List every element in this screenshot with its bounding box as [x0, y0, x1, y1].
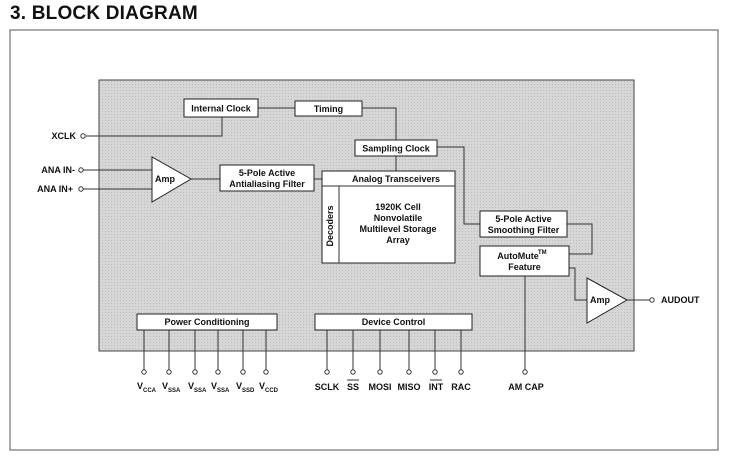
mosi-label: MOSI	[368, 382, 391, 392]
external-pins	[78, 133, 655, 375]
ana-in-plus-label: ANA IN+	[37, 184, 73, 194]
storage-label-line1: 1920K Cell	[375, 202, 421, 212]
vssd-pin	[240, 369, 246, 375]
automute-label: AutoMute	[497, 251, 539, 261]
vssa-label-3: VSSA	[211, 381, 230, 394]
storage-label-line3: Multilevel Storage	[359, 224, 436, 234]
ana-in-minus-label: ANA IN-	[41, 165, 75, 175]
miso-label: MISO	[397, 382, 420, 392]
automute-feature-label: Feature	[508, 262, 541, 272]
ss-label: SS	[347, 382, 359, 392]
vccd-label: VCCD	[259, 381, 279, 394]
am-cap-label: AM CAP	[508, 382, 544, 392]
mosi-pin	[377, 369, 383, 375]
automute-block: AutoMute TM Feature	[479, 245, 570, 277]
sampling-clock-label: Sampling Clock	[362, 144, 431, 154]
vssa-label-2: VSSA	[188, 381, 207, 394]
ana-in-minus-pin	[78, 167, 84, 173]
analog-transceivers-label: Analog Transceivers	[352, 174, 440, 184]
power-conditioning-label: Power Conditioning	[165, 317, 250, 327]
am-cap-pin	[522, 369, 528, 375]
output-amp-label: Amp	[590, 295, 611, 305]
storage-array-block: Analog Transceivers Decoders 1920K Cell …	[321, 170, 456, 264]
automute-trademark: TM	[538, 250, 547, 256]
miso-pin	[406, 369, 412, 375]
antialias-label-line2: Antialiasing Filter	[229, 179, 305, 189]
sclk-pin	[324, 369, 330, 375]
decoders-label: Decoders	[325, 205, 335, 246]
xclk-pin	[80, 133, 86, 139]
smoothing-filter-block: 5-Pole Active Smoothing Filter	[479, 210, 568, 238]
smoothing-label-line1: 5-Pole Active	[495, 214, 551, 224]
section-heading: 3. BLOCK DIAGRAM	[10, 3, 198, 24]
vcca-label: VCCA	[137, 381, 157, 394]
audout-pin	[649, 297, 655, 303]
vccd-pin	[263, 369, 269, 375]
power-conditioning-block: Power Conditioning	[136, 313, 278, 331]
timing-label: Timing	[314, 104, 343, 114]
input-amp-block: Amp	[151, 156, 193, 203]
vssa-pin-2	[192, 369, 198, 375]
int-pin	[432, 369, 438, 375]
rac-label: RAC	[451, 382, 471, 392]
int-label: INT	[429, 382, 444, 392]
timing-block: Timing	[294, 100, 363, 117]
storage-label-line2: Nonvolatile	[374, 213, 423, 223]
device-control-label: Device Control	[362, 317, 426, 327]
output-amp-block: Amp	[586, 277, 629, 324]
xclk-label: XCLK	[52, 131, 77, 141]
audout-label: AUDOUT	[661, 295, 700, 305]
input-amp-label: Amp	[155, 174, 176, 184]
rac-pin	[458, 369, 464, 375]
sclk-label: SCLK	[315, 382, 340, 392]
outer-frame	[9, 29, 719, 451]
sampling-clock-block: Sampling Clock	[354, 139, 438, 157]
internal-clock-label: Internal Clock	[191, 104, 252, 114]
vssa-label-1: VSSA	[162, 381, 181, 394]
internal-clock-block: Internal Clock	[183, 98, 259, 118]
smoothing-label-line2: Smoothing Filter	[488, 225, 560, 235]
vssa-pin-1	[166, 369, 172, 375]
signal-wires	[83, 107, 650, 370]
antialias-label-line1: 5-Pole Active	[239, 168, 295, 178]
vssa-pin-3	[215, 369, 221, 375]
device-control-block: Device Control	[314, 313, 473, 331]
vcca-pin	[141, 369, 147, 375]
ana-in-plus-pin	[78, 186, 84, 192]
antialiasing-filter-block: 5-Pole Active Antialiasing Filter	[219, 164, 315, 192]
storage-label-line4: Array	[386, 235, 410, 245]
ss-pin	[350, 369, 356, 375]
vssd-label: VSSD	[236, 381, 255, 394]
